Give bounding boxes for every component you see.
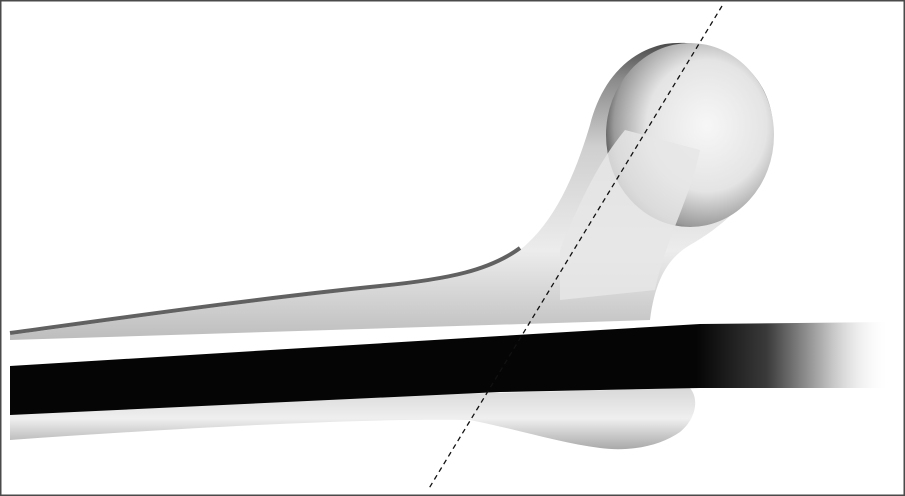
bone-illustration (0, 0, 905, 496)
figure-frame (0, 0, 905, 496)
